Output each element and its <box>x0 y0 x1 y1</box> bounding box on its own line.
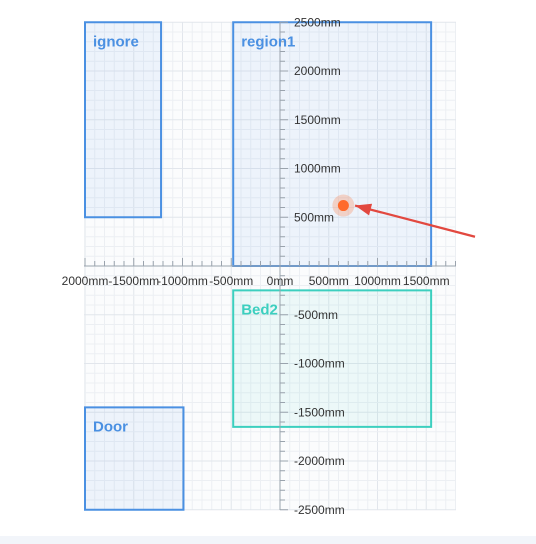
x-tick-label: -1000mm <box>157 274 208 288</box>
x-tick-label: -1500mm <box>108 274 159 288</box>
region-label-door: Door <box>93 418 128 435</box>
y-tick-label: -1000mm <box>294 357 345 371</box>
x-tick-label: 1000mm <box>354 274 401 288</box>
x-tick-label: 500mm <box>309 274 349 288</box>
region-label-bed2: Bed2 <box>241 301 278 318</box>
region-ignore <box>84 21 163 219</box>
bottom-strip <box>0 536 536 544</box>
region-label-ignore: ignore <box>93 33 139 50</box>
y-tick-label: -500mm <box>294 308 338 322</box>
pointer-arrow-head <box>355 203 373 216</box>
y-tick-label: 500mm <box>294 210 334 224</box>
regions-layer <box>84 21 433 511</box>
axes <box>84 21 456 511</box>
region-region1 <box>232 21 433 267</box>
y-tick-label: -2000mm <box>294 454 345 468</box>
x-tick-label: 2000mm <box>62 274 109 288</box>
region-bed2 <box>232 289 433 428</box>
x-tick-label: 1500mm <box>403 274 450 288</box>
target-dot <box>337 200 349 212</box>
y-tick-label: -1500mm <box>294 405 345 419</box>
x-tick-label: 0mm <box>267 274 294 288</box>
y-tick-label: -2500mm <box>294 503 345 517</box>
y-tick-label: 1500mm <box>294 113 341 127</box>
y-tick-label: 2000mm <box>294 64 341 78</box>
x-tick-label: -500mm <box>209 274 253 288</box>
y-tick-label: 2500mm <box>294 15 341 29</box>
y-tick-label: 1000mm <box>294 162 341 176</box>
pointer-arrow-shaft <box>354 204 476 238</box>
markers-layer <box>332 194 476 238</box>
region-label-region1: region1 <box>241 33 295 50</box>
region-door <box>84 406 185 511</box>
